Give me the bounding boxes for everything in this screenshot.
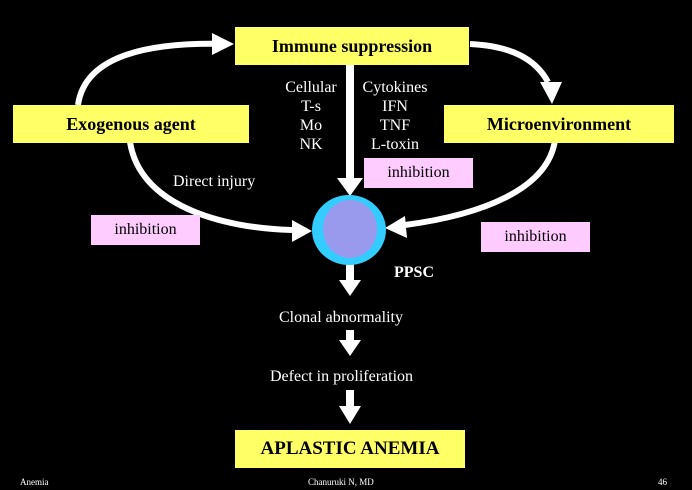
cytokine-item: L-toxin — [371, 136, 419, 153]
cellular-item: T-s — [301, 98, 321, 115]
arrowhead-micro-top — [540, 82, 562, 104]
cytokine-mechanisms: Cytokines IFN TNF L-toxin — [356, 78, 434, 154]
arrowhead-cell-top — [337, 178, 363, 196]
inhibition-left-box: inhibition — [91, 215, 200, 245]
microenvironment-box: Microenvironment — [444, 105, 674, 143]
direct-injury-label: Direct injury — [173, 173, 256, 190]
cellular-item: NK — [299, 136, 323, 153]
clonal-abnormality-label: Clonal abnormality — [279, 309, 403, 326]
stem-cell-nucleus — [323, 200, 377, 258]
inhibition-center-label: inhibition — [387, 164, 450, 181]
cytokine-item: Cytokines — [362, 79, 428, 96]
ppsc-label: PPSC — [394, 264, 434, 281]
arc-exogenous-to-cell — [127, 141, 293, 233]
cytokine-item: IFN — [382, 98, 408, 115]
cellular-mechanisms: Cellular T-s Mo NK — [280, 78, 342, 154]
inhibition-center-box: inhibition — [364, 158, 473, 188]
arc-micro-to-cell — [404, 139, 558, 228]
arrowhead-cell-left — [292, 220, 312, 242]
inhibition-right-label: inhibition — [504, 228, 567, 245]
arrow-shaft-immune-cell — [346, 64, 354, 180]
cytokine-item: TNF — [379, 117, 411, 134]
arrowhead-clonal — [339, 280, 361, 296]
footer-center: Chanuruki N, MD — [308, 477, 374, 487]
inhibition-left-label: inhibition — [114, 221, 177, 238]
footer-slide-number: 46 — [658, 477, 667, 487]
aplastic-anemia-box: APLASTIC ANEMIA — [235, 430, 465, 468]
exogenous-agent-label: Exogenous agent — [66, 113, 196, 134]
footer-left: Anemia — [20, 477, 49, 487]
defect-in-proliferation-label: Defect in proliferation — [270, 368, 414, 385]
arrowhead-immune-left — [212, 33, 234, 55]
cellular-item: Cellular — [285, 79, 337, 96]
arrowhead-defect — [339, 340, 361, 356]
aplastic-anemia-label: APLASTIC ANEMIA — [260, 438, 440, 459]
microenvironment-label: Microenvironment — [486, 113, 632, 134]
arc-immune-to-micro — [469, 41, 551, 84]
exogenous-agent-box: Exogenous agent — [13, 105, 249, 143]
arrowhead-cell-right — [385, 216, 407, 238]
inhibition-right-box: inhibition — [481, 222, 590, 252]
immune-suppression-box: Immune suppression — [235, 27, 469, 65]
arrowhead-aplastic — [339, 406, 361, 424]
immune-suppression-label: Immune suppression — [271, 35, 433, 56]
arc-exogenous-to-immune — [75, 40, 227, 106]
cellular-item: Mo — [299, 117, 323, 134]
